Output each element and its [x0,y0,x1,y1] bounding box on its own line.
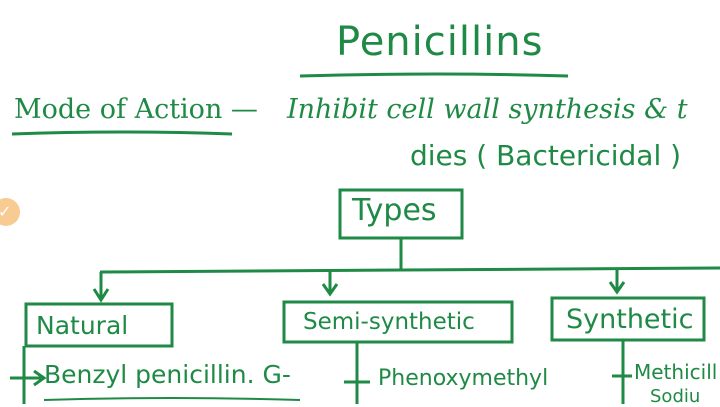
arrow-semi-head [321,283,339,297]
natural-box [24,302,174,348]
category-semi-synthetic: Semi-synthetic [303,309,475,335]
mode-of-action-line-2: dies ( Bactericidal ) [410,139,682,172]
natural-item-underline [43,397,301,401]
types-label: Types [352,193,437,228]
semi-box [282,300,514,344]
mode-of-action-text: Mode of Action [14,94,223,125]
mode-of-action-line-1: Inhibit cell wall synthesis & t [287,94,688,125]
title-underline [299,72,569,78]
watermark-check-icon: ✓ [0,202,12,221]
semi-synthetic-item-1: Phenoxymethyl [378,366,549,391]
synthetic-item-1: Methicill [634,360,718,384]
category-synthetic: Synthetic [566,304,694,335]
synthetic-item-2: Sodiu [650,386,701,407]
arrow-natural-head [92,288,110,303]
watermark-badge: ✓ [0,198,20,226]
synthetic-box [550,296,706,342]
page-title: Penicillins [336,19,544,65]
natural-item-arrow-head [33,369,47,387]
mode-underline [11,130,233,136]
branch-line [99,266,720,274]
mode-dash: — [230,94,258,125]
natural-item-1: Benzyl penicillin. G- [44,360,291,389]
mode-of-action-label: Mode of Action — [14,96,258,123]
arrow-synthetic-head [608,281,626,295]
category-natural: Natural [36,311,129,340]
